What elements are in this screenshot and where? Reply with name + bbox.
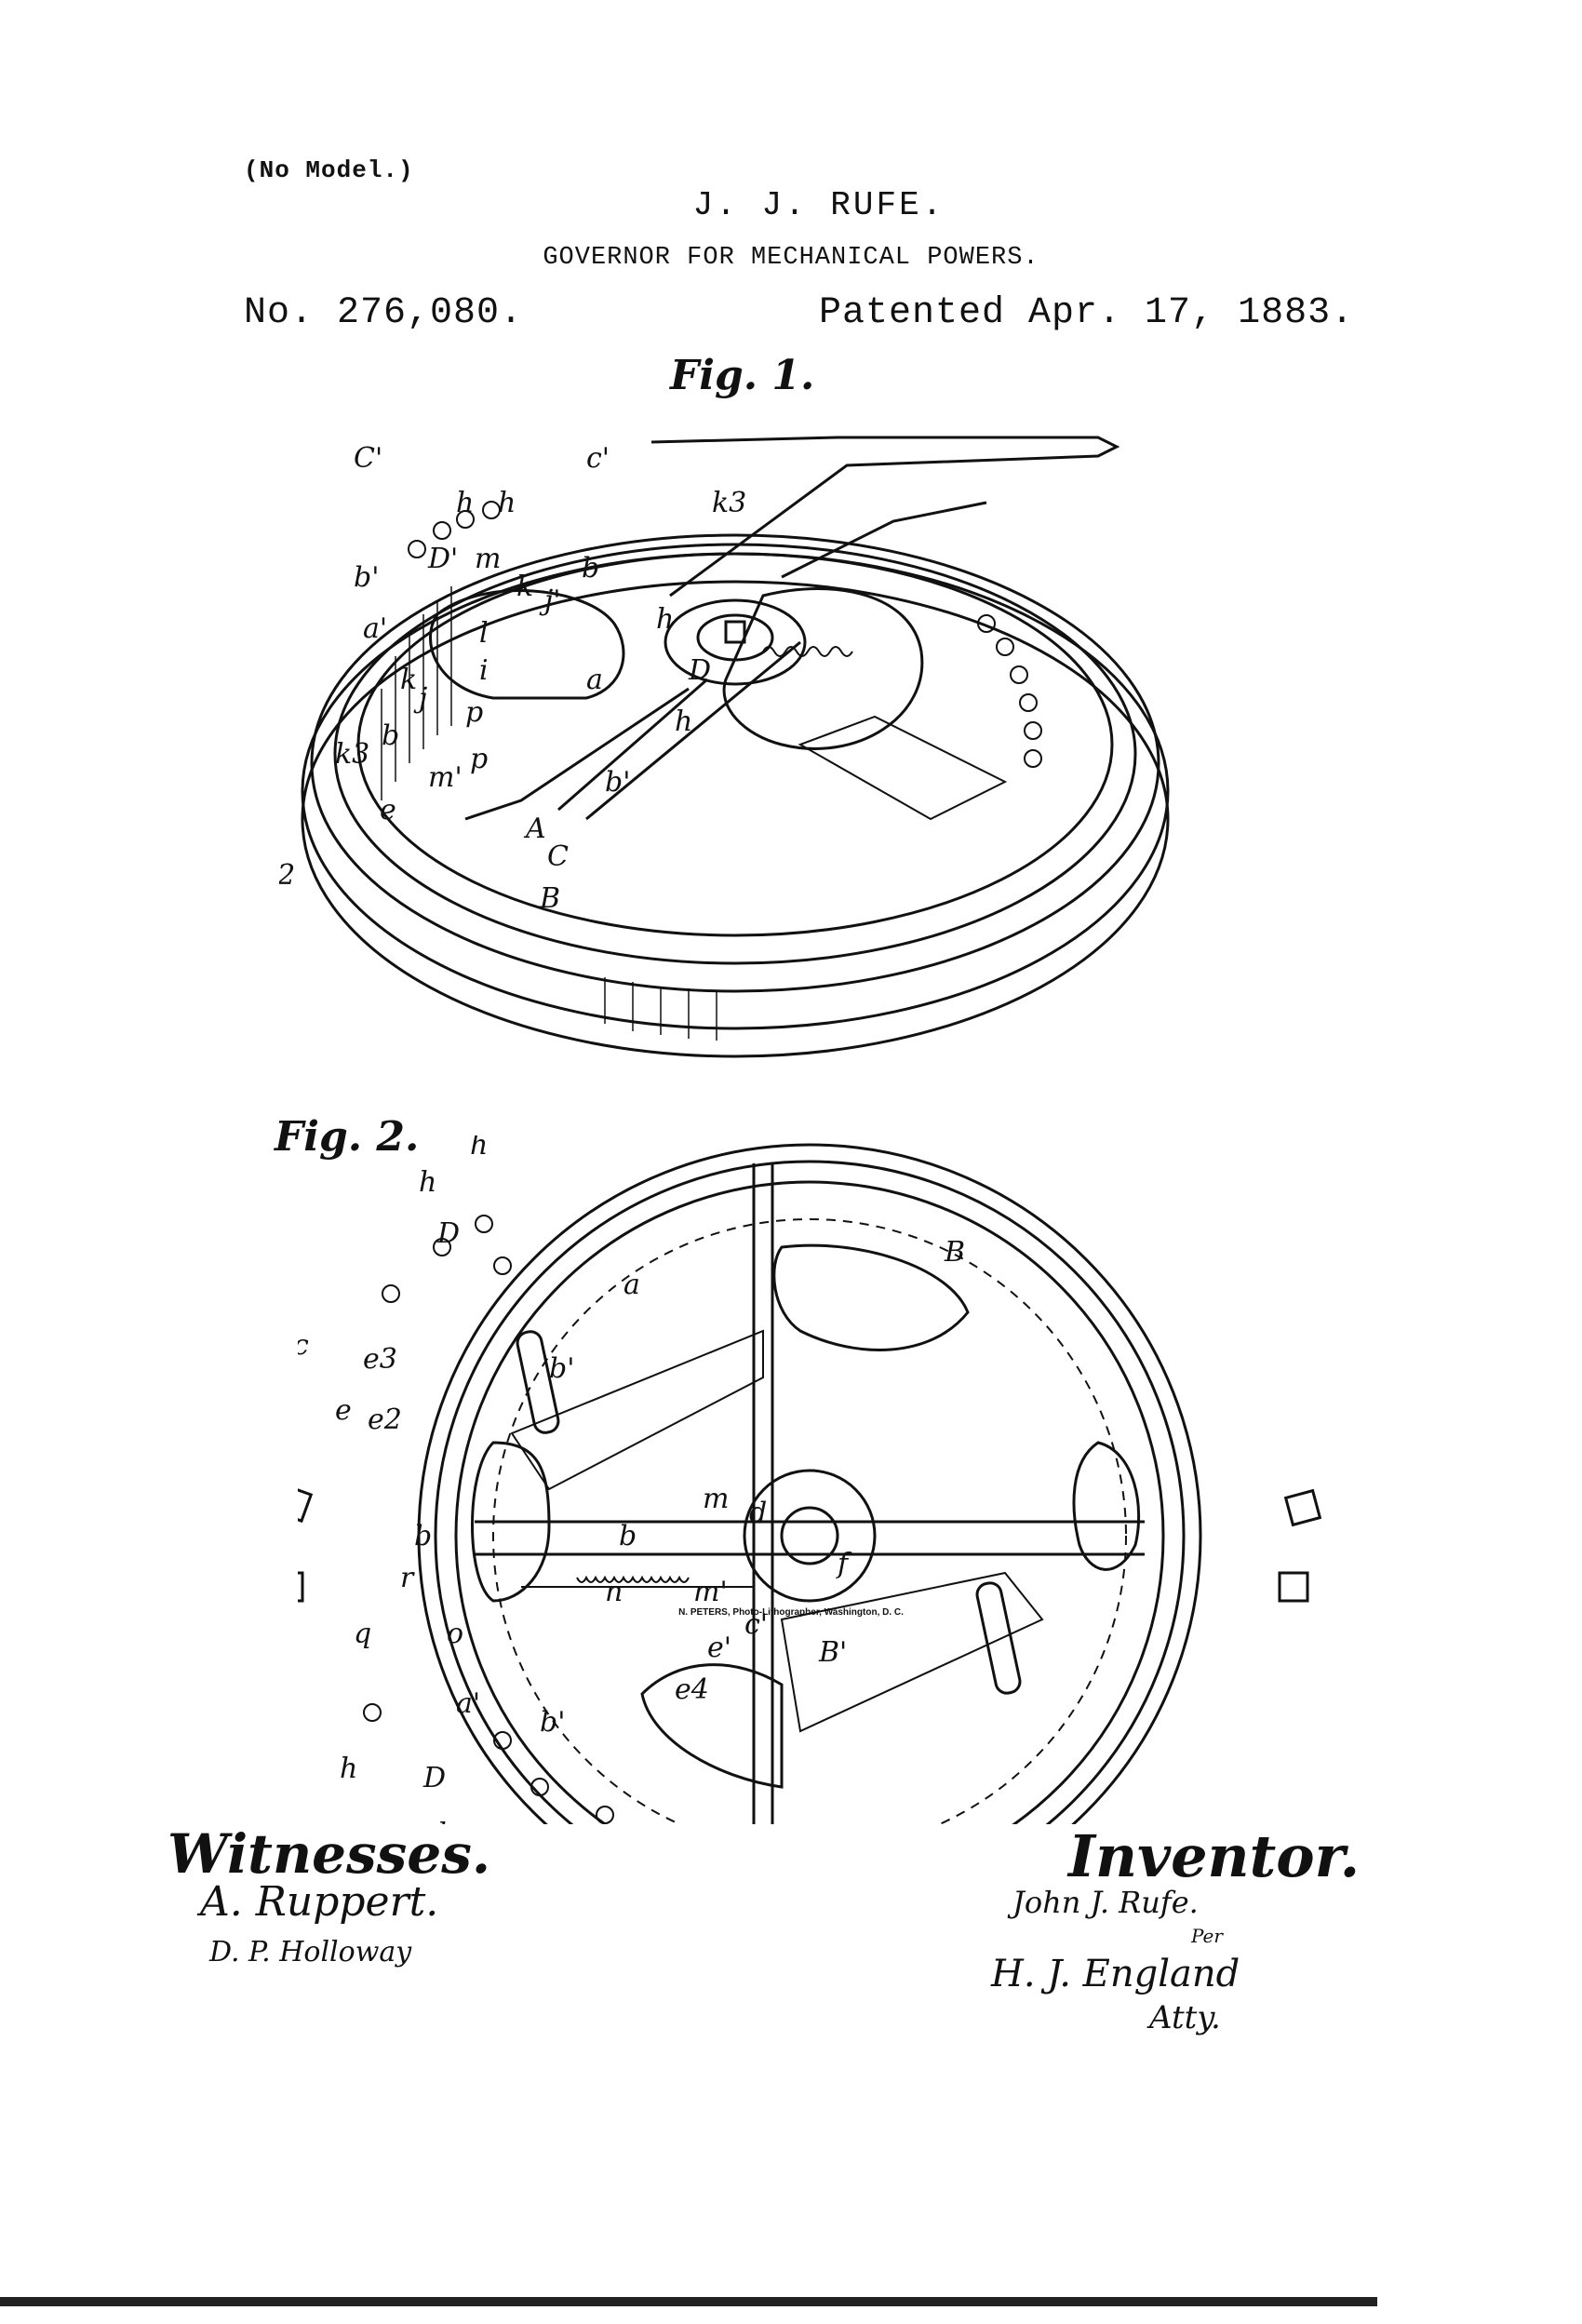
fig1-label-B: B xyxy=(539,882,560,915)
fig1-label-k: k xyxy=(516,571,533,603)
fig2-label-e3: e3 xyxy=(363,1343,397,1376)
fig1-label-j': j' xyxy=(539,584,561,617)
fig1-label-h: h xyxy=(456,487,474,519)
fig1-label-b: b xyxy=(382,719,399,752)
fig1-label-D: D xyxy=(688,654,711,687)
fig2-label-b': b' xyxy=(540,1706,565,1739)
fig2-label-b: b xyxy=(619,1520,637,1552)
fig2-label-a: a xyxy=(623,1269,640,1301)
fig1-label-C': C' xyxy=(354,442,382,475)
fig2-label-h: h xyxy=(470,1135,488,1162)
fig2-label-D: D xyxy=(436,1217,460,1250)
no-model-note: (No Model.) xyxy=(244,156,414,184)
fig1-label-k: k xyxy=(400,664,417,696)
fig2-label-B: B xyxy=(944,1236,965,1269)
fig1-label-i: i xyxy=(479,654,489,687)
fig1-label-b': b' xyxy=(605,766,630,799)
fig2-label-B': B' xyxy=(818,1636,847,1669)
inventor-signature: John J. Rufe. xyxy=(1012,1885,1199,1920)
fig2-label-f: f xyxy=(836,1548,852,1580)
fig2-label-m': m' xyxy=(693,1576,728,1608)
fig2-label-b': b' xyxy=(549,1352,574,1385)
fig2-label-d: d xyxy=(749,1497,767,1529)
fig1-label-h: h xyxy=(498,487,516,519)
fig1-label-m: m xyxy=(475,543,501,575)
fig1-label-a: a xyxy=(586,664,603,696)
fig1-label-b: b xyxy=(582,552,599,584)
inventor-label: Inventor. xyxy=(1068,1822,1361,1890)
fig1-label-c': c' xyxy=(586,442,610,475)
fig2-label-o: o xyxy=(447,1618,463,1650)
fig1-label-k3: k3 xyxy=(335,738,369,771)
fig1-label-h: h xyxy=(675,705,692,738)
inventor-name: J. J. RUFE. xyxy=(692,186,945,224)
witness-signature-2: D. P. Holloway xyxy=(209,1936,412,1968)
fig2-label-r: r xyxy=(400,1562,415,1594)
fig2-label-e: e xyxy=(335,1394,352,1427)
fig2-label-q: q xyxy=(354,1618,371,1650)
fig2-label-c: c xyxy=(298,1329,309,1362)
fig1-label-l: l xyxy=(479,617,489,650)
fig1-label-p: p xyxy=(470,743,488,775)
fig1-label-a': a' xyxy=(363,612,387,645)
fig1-label-k3: k3 xyxy=(712,487,746,519)
fig1-label-m': m' xyxy=(428,761,463,794)
fig1-label-b': b' xyxy=(354,561,379,594)
fig2-label-n: n xyxy=(605,1576,623,1608)
fig1-label-C: C xyxy=(547,840,569,873)
witness-signature-1: A. Ruppert. xyxy=(200,1878,439,1926)
fig1-label-k2: k2 xyxy=(279,859,295,892)
fig2-label-e4: e4 xyxy=(675,1673,709,1706)
fig2-label-D: D xyxy=(422,1762,446,1794)
figure-1-drawing: C' c' h h k3 D' m b b' k j' a' h D i l a… xyxy=(279,436,1170,1058)
figure-2-drawing: h h D a B c e3 b' e e2 f' g' m d b b d' … xyxy=(298,1135,1321,1824)
fig2-label-e2: e2 xyxy=(368,1404,402,1436)
patent-number: No. 276,080. xyxy=(244,292,524,334)
per-text: Per xyxy=(1191,1925,1223,1947)
fig2-label-e': e' xyxy=(707,1632,731,1664)
fig2-label-m: m xyxy=(703,1483,729,1515)
figure-2-label: Fig. 2. xyxy=(275,1113,420,1161)
fig2-label-c': c' xyxy=(744,1608,768,1641)
fig2-label-h: h xyxy=(419,1166,436,1199)
lithographer-credit: N. PETERS, Photo-Lithographer, Washingto… xyxy=(678,1607,904,1618)
fig1-label-h: h xyxy=(656,603,674,636)
fig2-label-h: h xyxy=(437,1818,455,1824)
fig1-label-A: A xyxy=(523,813,546,845)
fig2-label-h: h xyxy=(340,1753,357,1785)
fig2-label-a': a' xyxy=(456,1687,480,1720)
fig1-label-p: p xyxy=(465,696,483,729)
witnesses-label: Witnesses. xyxy=(168,1822,491,1886)
bottom-border-rule xyxy=(0,2297,1377,2306)
fig1-label-D': D' xyxy=(427,543,458,575)
figure-1-label: Fig. 1. xyxy=(670,352,815,399)
patent-date: Patented Apr. 17, 1883. xyxy=(819,292,1355,334)
patent-title: GOVERNOR FOR MECHANICAL POWERS. xyxy=(543,244,1039,272)
attorney-signature: H. J. England xyxy=(991,1953,1240,1995)
fig2-label-b: b xyxy=(414,1520,432,1552)
fig1-label-e: e xyxy=(380,794,396,826)
attorney-title: Atty. xyxy=(1149,1999,1221,2036)
